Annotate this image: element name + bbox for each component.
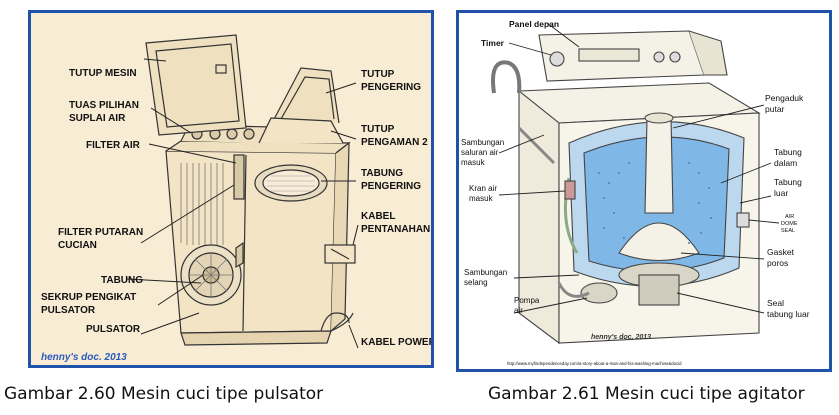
label-gasket: Gasket xyxy=(767,247,795,257)
caption-agitator: Gambar 2.61 Mesin cuci tipe agitator xyxy=(488,384,805,404)
label-dalam: dalam xyxy=(774,158,797,168)
label-cucian: CUCIAN xyxy=(58,240,97,251)
label-tutup-mesin: TUTUP MESIN xyxy=(69,68,137,79)
caption-pulsator: Gambar 2.60 Mesin cuci tipe pulsator xyxy=(4,384,324,404)
label-air: AIR xyxy=(785,214,794,220)
label-kran-masuk: masuk xyxy=(469,194,494,203)
label-tabung-pengering-2: PENGERING xyxy=(361,181,421,192)
label-kabel: KABEL xyxy=(361,211,395,222)
label-panel-depan: Panel depan xyxy=(509,19,559,29)
label-kran-air: Kran air xyxy=(469,184,497,193)
label-tabung-dalam: Tabung xyxy=(774,147,802,157)
label-sekrup-pengikat: SEKRUP PENGIKAT xyxy=(41,292,136,303)
label-poros: poros xyxy=(767,258,788,268)
signature-left: henny's doc. 2013 xyxy=(41,352,127,363)
label-pengering: PENGERING xyxy=(361,82,421,93)
label-selang: selang xyxy=(464,278,488,287)
label-sekrup-pulsator: PULSATOR xyxy=(41,305,96,316)
signature-right: henny's doc. 2013 xyxy=(591,334,651,341)
label-pompa: Pompa xyxy=(514,296,540,305)
label-air-pompa: air xyxy=(514,306,523,315)
agitator-machine-illustration: Panel depan Timer Pengaduk putar Sambung… xyxy=(461,19,810,366)
pulsator-machine-illustration: TUTUP MESIN TUAS PILIHAN SUPLAI AIR FILT… xyxy=(41,34,431,363)
label-tabung-pengering: TABUNG xyxy=(361,168,403,179)
source-url: http://www.myfindependenceday.com/a-stor… xyxy=(507,361,682,366)
label-sambungan-selang: Sambungan xyxy=(464,268,507,277)
label-sambungan-air: Sambungan xyxy=(461,138,504,147)
label-filter-putaran: FILTER PUTARAN xyxy=(58,227,143,238)
label-filter-air: FILTER AIR xyxy=(86,140,141,151)
label-timer: Timer xyxy=(481,38,505,48)
label-suplai-air: SUPLAI AIR xyxy=(69,113,126,124)
label-tabung-luar-seal: tabung luar xyxy=(767,309,810,319)
agitator-diagram-panel: Panel depan Timer Pengaduk putar Sambung… xyxy=(456,10,832,372)
label-pentanahan: PENTANAHAN xyxy=(361,224,430,235)
label-kabel-power: KABEL POWER xyxy=(361,337,431,348)
label-tutup-pengaman: TUTUP xyxy=(361,124,395,135)
label-dome: DOME xyxy=(781,221,798,227)
label-masuk: masuk xyxy=(461,158,486,167)
label-seal-tabung: Seal xyxy=(767,298,784,308)
label-tuas-pilihan: TUAS PILIHAN xyxy=(69,100,139,111)
label-luar: luar xyxy=(774,188,788,198)
pulsator-diagram-panel: TUTUP MESIN TUAS PILIHAN SUPLAI AIR FILT… xyxy=(28,10,434,368)
label-seal: SEAL xyxy=(781,228,795,234)
label-tabung: TABUNG xyxy=(101,275,143,286)
label-tabung-luar: Tabung xyxy=(774,177,802,187)
label-putar: putar xyxy=(765,104,785,114)
label-pengaduk: Pengaduk xyxy=(765,93,804,103)
label-saluran-air: saluran air xyxy=(461,148,499,157)
label-pulsator: PULSATOR xyxy=(86,324,141,335)
label-pengaman-2: PENGAMAN 2 xyxy=(361,137,428,148)
label-tutup-pengering: TUTUP xyxy=(361,69,395,80)
